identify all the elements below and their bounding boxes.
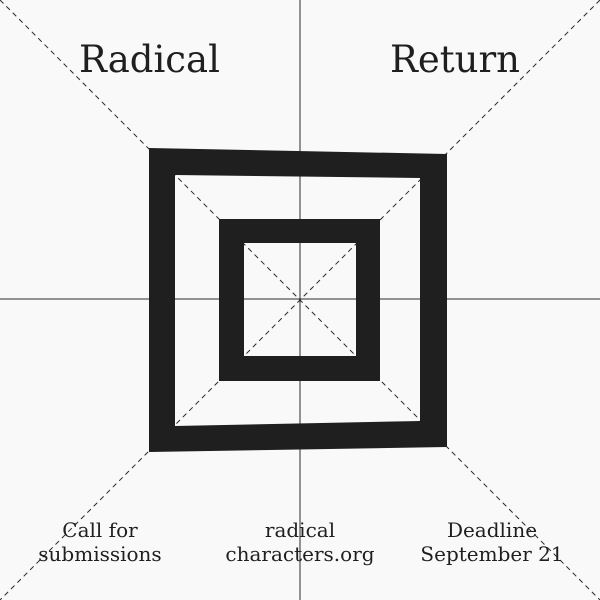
title-return: Return: [390, 38, 520, 81]
outer-frame: [149, 148, 447, 452]
title-radical: Radical: [79, 38, 220, 81]
footer-call-for-submissions: Call for submissions: [28, 518, 172, 566]
footer-left-line-2: submissions: [38, 542, 162, 566]
footer-website: radical characters.org: [212, 518, 388, 566]
footer-right-line-2: September 21: [420, 542, 564, 566]
footer-left-line-1: Call for: [62, 518, 138, 542]
inner-frame: [219, 219, 380, 381]
footer-right-line-1: Deadline: [446, 518, 538, 542]
footer-deadline: Deadline September 21: [412, 518, 572, 566]
footer-center-line-1: radical: [264, 518, 336, 542]
footer-center-line-2: characters.org: [225, 542, 375, 566]
